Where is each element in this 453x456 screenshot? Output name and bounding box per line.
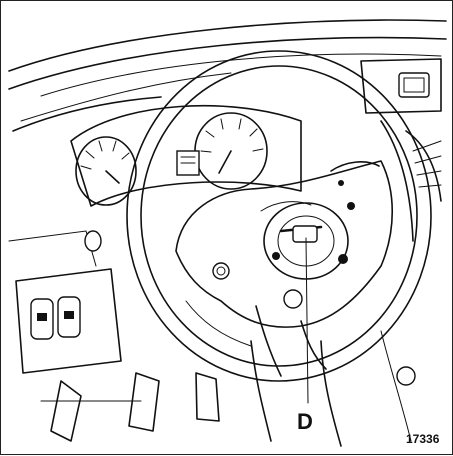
callout-leader-line xyxy=(305,237,309,404)
steering-wheel-hub xyxy=(175,160,393,377)
callout-label-d: D xyxy=(297,409,313,434)
steering-column xyxy=(250,330,416,447)
right-dash-vent xyxy=(360,58,442,242)
figure-number: 17336 xyxy=(406,432,440,446)
left-switch-panel xyxy=(8,230,122,374)
instrument-cluster xyxy=(70,104,302,207)
pedals xyxy=(40,372,220,442)
steering-wheel-rim xyxy=(126,50,432,382)
